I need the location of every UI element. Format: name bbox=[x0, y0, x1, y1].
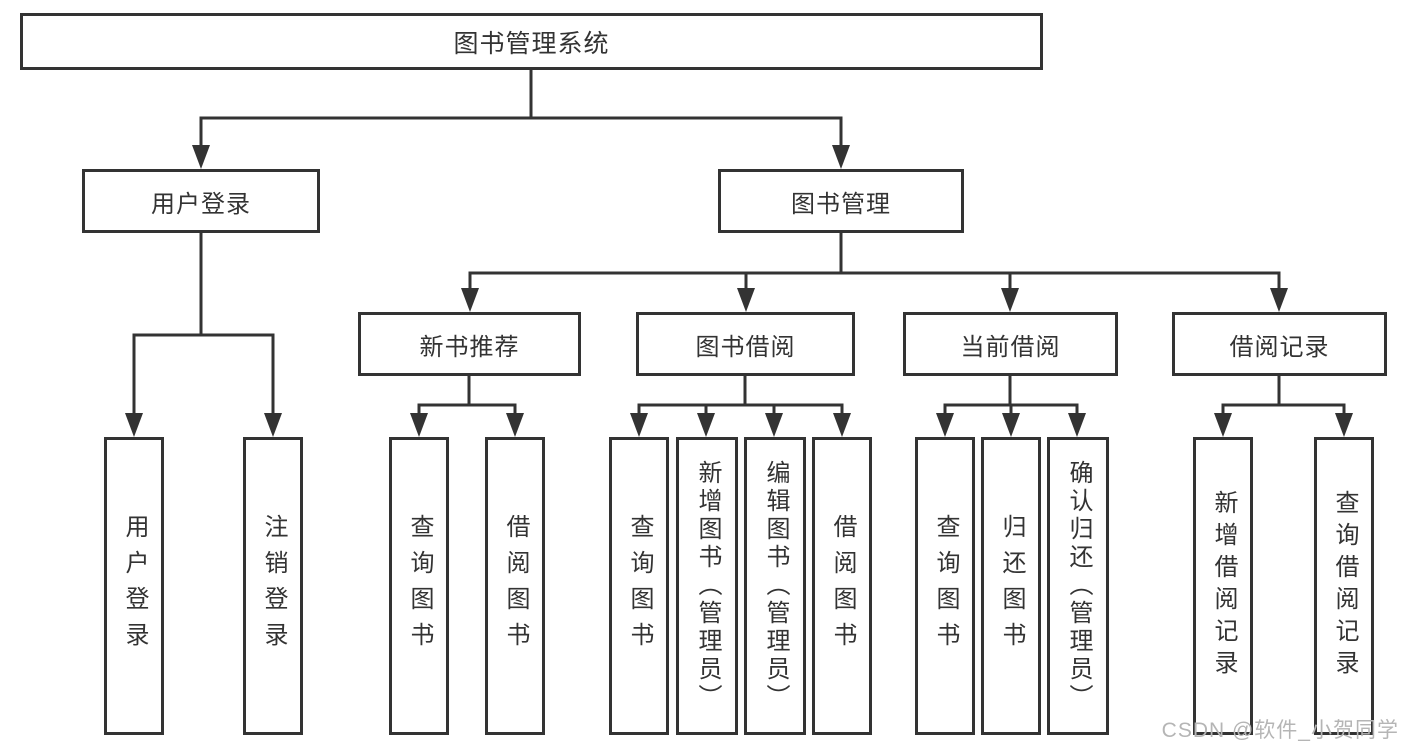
arrowhead-down-icon bbox=[936, 413, 954, 437]
leaf-user-login: 用户登录 bbox=[104, 437, 164, 735]
leaf-return-books: 归还图书 bbox=[981, 437, 1041, 735]
node-label: 图书借阅 bbox=[695, 333, 796, 361]
csdn-watermark: CSDN @软件_小贺同学 bbox=[1161, 719, 1399, 742]
arrowhead-down-icon bbox=[630, 413, 648, 437]
node-library-management-system: 图书管理系统 bbox=[20, 13, 1043, 70]
connector-current-borrow-group bbox=[943, 376, 1079, 416]
leaf-label: 归还图书 bbox=[998, 514, 1025, 658]
arrowhead-down-icon bbox=[1214, 413, 1232, 437]
leaf-query-borrow-record: 查询借阅记录 bbox=[1314, 437, 1374, 735]
arrowhead-down-icon bbox=[1001, 288, 1019, 312]
leaf-query-books: 查询图书 bbox=[915, 437, 975, 735]
leaf-label: 注销登录 bbox=[260, 514, 287, 658]
arrowhead-down-icon bbox=[192, 145, 210, 169]
connector-root bbox=[199, 70, 843, 147]
node-label: 图书管理 bbox=[791, 190, 891, 218]
leaf-label: 确认归还（管理员） bbox=[1065, 460, 1092, 712]
node-new-book-recommend: 新书推荐 bbox=[358, 312, 581, 376]
leaf-label: 新增图书（管理员） bbox=[694, 460, 721, 712]
connector-new-book-group bbox=[417, 376, 517, 416]
leaf-label: 查询图书 bbox=[406, 514, 433, 658]
leaf-query-books: 查询图书 bbox=[609, 437, 669, 735]
node-label: 借阅记录 bbox=[1229, 333, 1330, 361]
leaf-edit-books-admin: 编辑图书（管理员） bbox=[744, 437, 806, 735]
arrowhead-down-icon bbox=[1270, 288, 1288, 312]
leaf-label: 编辑图书（管理员） bbox=[762, 460, 789, 712]
arrowhead-down-icon bbox=[410, 413, 428, 437]
leaf-logout-login: 注销登录 bbox=[243, 437, 303, 735]
arrowhead-down-icon bbox=[264, 413, 282, 437]
node-book-borrow: 图书借阅 bbox=[636, 312, 855, 376]
arrowhead-down-icon bbox=[1002, 413, 1020, 437]
arrowhead-down-icon bbox=[1068, 413, 1086, 437]
leaf-borrow-books: 借阅图书 bbox=[812, 437, 872, 735]
leaf-label: 新增借阅记录 bbox=[1210, 490, 1237, 682]
leaf-label: 查询借阅记录 bbox=[1331, 490, 1358, 682]
node-current-borrow: 当前借阅 bbox=[903, 312, 1118, 376]
leaf-label: 查询图书 bbox=[932, 514, 959, 658]
arrowhead-down-icon bbox=[832, 145, 850, 169]
node-user-login: 用户登录 bbox=[82, 169, 320, 233]
node-borrow-records: 借阅记录 bbox=[1172, 312, 1387, 376]
connector-borrow-records-group bbox=[1221, 376, 1346, 416]
arrowhead-down-icon bbox=[765, 413, 783, 437]
leaf-label: 用户登录 bbox=[121, 514, 148, 658]
arrowhead-down-icon bbox=[506, 413, 524, 437]
arrowhead-down-icon bbox=[737, 288, 755, 312]
arrowhead-down-icon bbox=[697, 413, 715, 437]
leaf-confirm-return-admin: 确认归还（管理员） bbox=[1047, 437, 1109, 735]
arrowhead-down-icon bbox=[1335, 413, 1353, 437]
leaf-label: 查询图书 bbox=[626, 514, 653, 658]
node-label: 当前借阅 bbox=[960, 333, 1061, 361]
node-label: 新书推荐 bbox=[419, 333, 520, 361]
connector-book-borrow-group bbox=[637, 376, 844, 416]
node-label: 用户登录 bbox=[151, 190, 251, 218]
arrowhead-down-icon bbox=[833, 413, 851, 437]
arrowhead-down-icon bbox=[461, 288, 479, 312]
leaf-add-borrow-record: 新增借阅记录 bbox=[1193, 437, 1253, 735]
leaf-label: 借阅图书 bbox=[829, 514, 856, 658]
connector-user-login-group bbox=[132, 233, 275, 415]
node-book-management: 图书管理 bbox=[718, 169, 964, 233]
leaf-borrow-books: 借阅图书 bbox=[485, 437, 545, 735]
arrowhead-down-icon bbox=[125, 413, 143, 437]
leaf-add-books-admin: 新增图书（管理员） bbox=[676, 437, 738, 735]
leaf-label: 借阅图书 bbox=[502, 514, 529, 658]
connector-book-management-group bbox=[468, 233, 1281, 290]
node-label: 图书管理系统 bbox=[453, 29, 610, 58]
leaf-query-books: 查询图书 bbox=[389, 437, 449, 735]
